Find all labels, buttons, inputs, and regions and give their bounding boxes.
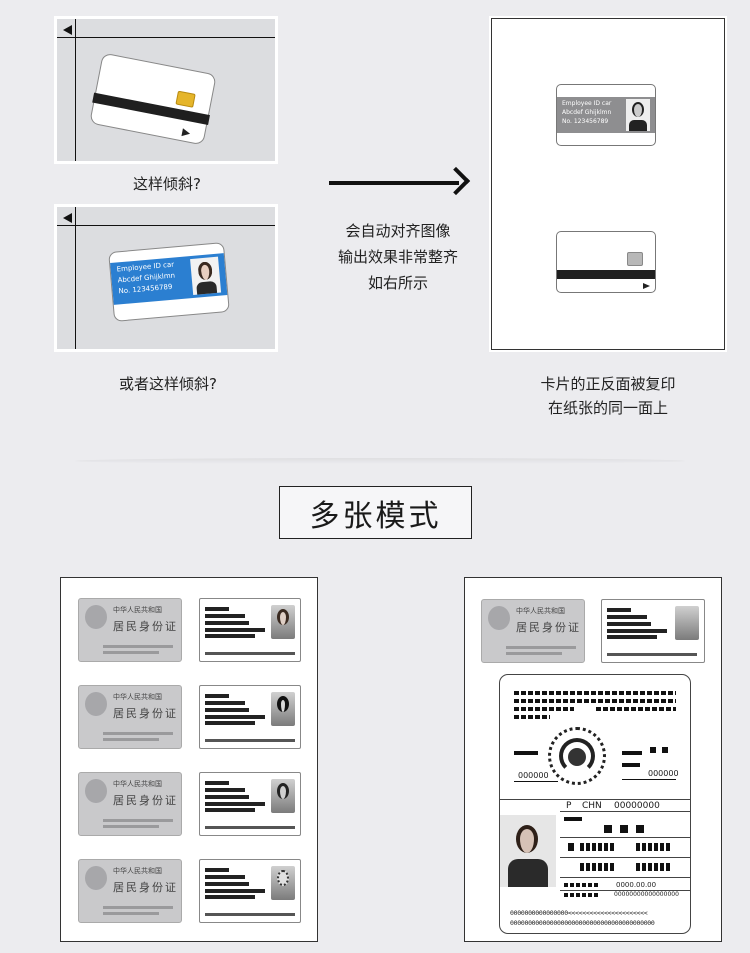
aligned-front-card: Employee ID car Abcdef Ghijklmn No. 1234… — [556, 84, 656, 146]
triangle-marker-icon — [181, 128, 191, 138]
id-card-back — [601, 599, 705, 663]
id-passport-paper: 中华人民共和国 居民身份证 000000 000000 — [464, 577, 722, 942]
center-text-line1: 会自动对齐图像 — [345, 222, 451, 240]
id-front-name: 居民身份证 — [113, 620, 178, 633]
id-card-back — [199, 685, 301, 749]
triangle-marker-icon — [643, 283, 650, 289]
passport-code-line: 00000000000000000 — [614, 891, 679, 898]
id-photo — [675, 606, 699, 640]
id-front-name: 居民身份证 — [113, 707, 178, 720]
multi-id-paper: 中华人民共和国 居民身份证 中华人民共和国 居民身份证 中华人民共和国 居民身份… — [60, 577, 318, 942]
magnetic-stripe — [557, 270, 655, 279]
card-text-line2: Abcdef Ghijklmn — [562, 109, 612, 116]
passport-photo — [500, 815, 556, 887]
id-card-back — [199, 772, 301, 836]
id-card-front: 中华人民共和国 居民身份证 — [481, 599, 585, 663]
caption-tilted-1: 这样倾斜? — [133, 175, 201, 193]
scanner-bed-tilted-2: Employee ID car Abcdef Ghijklmn No. 1234… — [56, 206, 276, 350]
tilted-blue-card: Employee ID car Abcdef Ghijklmn No. 1234… — [108, 242, 230, 322]
id-face — [277, 783, 289, 799]
blue-band: Employee ID car Abcdef Ghijklmn No. 1234… — [110, 253, 228, 305]
passport-right-code: 000000 — [648, 769, 679, 778]
id-front-title: 中华人民共和国 — [113, 867, 162, 875]
passport-date: 0000.00.00 — [616, 881, 657, 889]
corner-marker-icon — [63, 25, 72, 35]
passport-mrz2: 0000000000000000000000000000000000000000 — [510, 919, 655, 927]
arrow-head-icon — [441, 166, 471, 196]
id-card-back — [199, 598, 301, 662]
caption-tilted-2: 或者这样倾斜? — [119, 375, 217, 393]
portrait-photo — [626, 99, 650, 131]
national-emblem-icon — [488, 606, 510, 630]
id-front-title: 中华人民共和国 — [113, 693, 162, 701]
card-text-line3: No. 123456789 — [562, 118, 609, 125]
id-front-name: 居民身份证 — [113, 881, 178, 894]
id-front-name: 居民身份证 — [516, 621, 581, 634]
passport-mrz1: 0000000000000000<<<<<<<<<<<<<<<<<<<<<< — [510, 909, 648, 917]
id-card-front: 中华人民共和国 居民身份证 — [78, 772, 182, 836]
passport-left-code: 000000 — [518, 771, 549, 780]
chip-icon — [627, 252, 643, 266]
id-front-title: 中华人民共和国 — [113, 606, 162, 614]
id-card-front: 中华人民共和国 居民身份证 — [78, 598, 182, 662]
national-emblem-icon — [85, 692, 107, 716]
tilted-white-card — [89, 52, 217, 146]
guide-line-vertical — [75, 207, 76, 349]
corner-marker-icon — [63, 213, 72, 223]
passport-number-top: 00000000 — [614, 801, 660, 811]
passport-page: 000000 000000 P CHN 00000000 0000.00.00 … — [499, 674, 691, 934]
national-emblem-icon — [85, 866, 107, 890]
passport-p-label: P — [566, 801, 572, 811]
center-text-line2: 输出效果非常整齐 — [337, 248, 458, 266]
id-front-title: 中华人民共和国 — [516, 607, 565, 615]
id-front-name: 居民身份证 — [113, 794, 178, 807]
card-text-line1: Employee ID car — [562, 100, 612, 107]
chip-icon — [175, 90, 196, 108]
guide-line-vertical — [75, 19, 76, 161]
national-emblem-icon — [85, 605, 107, 629]
multi-mode-title: 多张模式 — [279, 486, 472, 539]
section-divider — [75, 458, 685, 464]
passport-country: CHN — [582, 801, 602, 811]
center-text-line3: 如右所示 — [367, 274, 428, 292]
portrait-photo — [190, 256, 222, 295]
id-face — [277, 870, 289, 886]
right-caption-line2: 在纸张的同一面上 — [547, 399, 668, 417]
output-paper-aligned: Employee ID car Abcdef Ghijklmn No. 1234… — [491, 18, 725, 350]
aligned-back-card — [556, 231, 656, 293]
id-card-front: 中华人民共和国 居民身份证 — [78, 859, 182, 923]
card-text-line3: No. 123456789 — [118, 282, 173, 296]
id-front-title: 中华人民共和国 — [113, 780, 162, 788]
scanner-bed-tilted-1 — [56, 18, 276, 162]
right-caption-line1: 卡片的正反面被复印 — [540, 375, 676, 393]
passport-emblem-icon — [548, 727, 606, 785]
id-face — [277, 696, 289, 712]
national-emblem-icon — [85, 779, 107, 803]
guide-line-horizontal — [57, 225, 275, 226]
arrow-right-icon — [329, 181, 459, 185]
id-face — [277, 609, 289, 625]
guide-line-horizontal — [57, 37, 275, 38]
id-card-front: 中华人民共和国 居民身份证 — [78, 685, 182, 749]
id-card-back — [199, 859, 301, 923]
